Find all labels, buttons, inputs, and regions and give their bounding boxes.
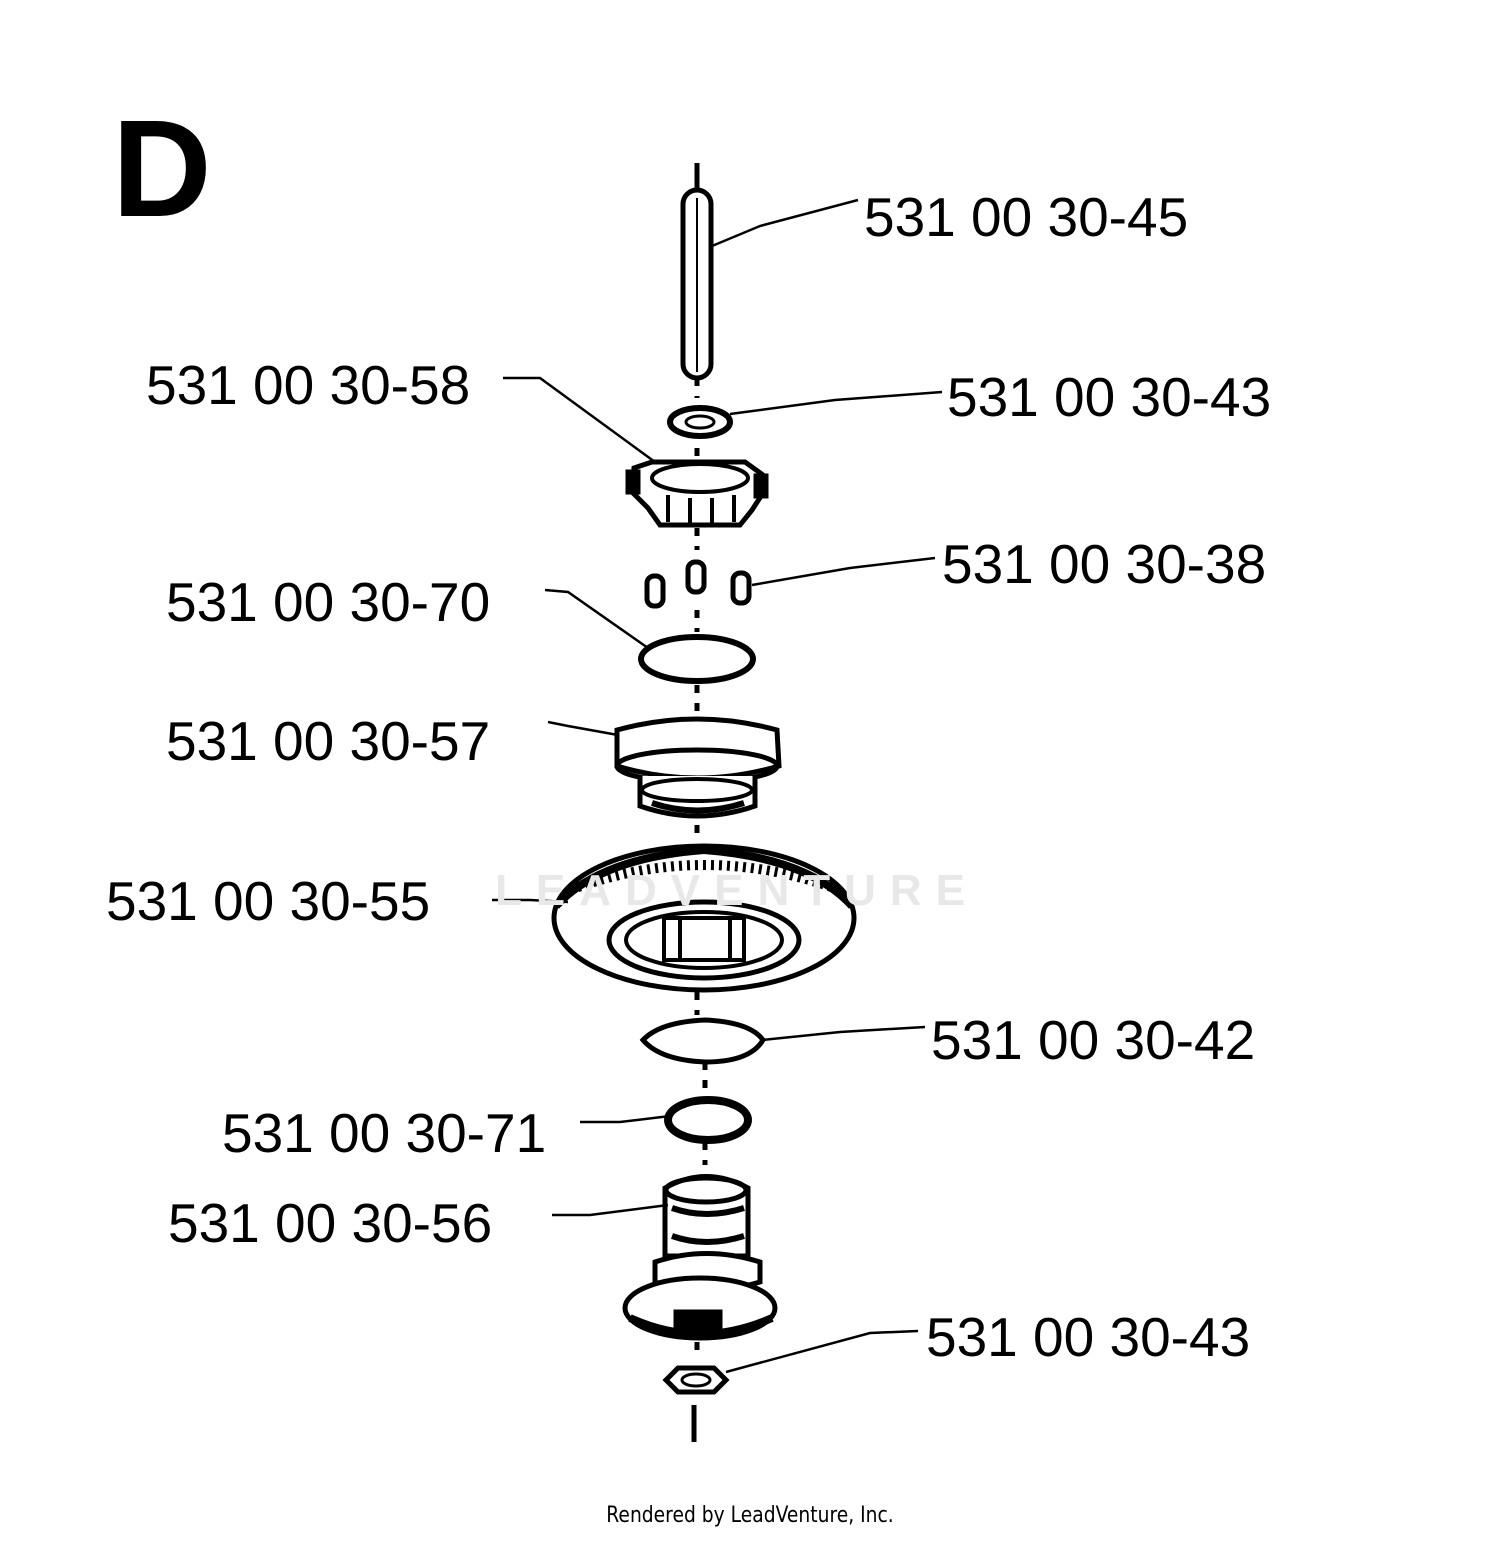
section-letter: D [112, 92, 212, 246]
bottom-washer-part [662, 1365, 730, 1395]
watermark: LEADVENTURE [495, 866, 980, 915]
leader-30-43-top [729, 390, 943, 416]
part-label-shaft: 531 00 30-45 [864, 186, 1189, 248]
clutch-cap-part [625, 459, 769, 528]
leader-30-55 [492, 898, 569, 904]
gear-part [551, 843, 857, 993]
shaft-part [680, 187, 714, 381]
leader-30-58 [503, 376, 656, 464]
leader-30-38 [751, 556, 936, 587]
footer-credit: Rendered by LeadVenture, Inc. [606, 1503, 894, 1528]
top-washer-part [667, 405, 733, 439]
part-label-flat-washer: 531 00 30-71 [222, 1102, 547, 1164]
part-label-washer-bottom: 531 00 30-43 [926, 1306, 1251, 1368]
leader-30-43-bottom [725, 1329, 919, 1374]
part-label-rollers: 531 00 30-38 [942, 533, 1267, 595]
leader-30-42 [761, 1025, 926, 1042]
part-label-ring-seal: 531 00 30-70 [166, 571, 491, 633]
leader-30-45 [711, 198, 859, 248]
hub-part [614, 716, 782, 819]
center-axis [691, 163, 708, 1442]
thin-washer-part [639, 1017, 766, 1065]
part-label-thin-washer: 531 00 30-42 [931, 1009, 1256, 1071]
leader-30-70 [544, 588, 649, 650]
part-label-washer-top: 531 00 30-43 [947, 366, 1272, 428]
leader-30-57 [547, 720, 619, 737]
ring-seal-part [638, 634, 756, 684]
part-label-gear: 531 00 30-55 [106, 870, 431, 932]
part-label-clutch-cap: 531 00 30-58 [146, 354, 471, 416]
part-label-hub: 531 00 30-57 [166, 710, 491, 772]
leader-30-56 [552, 1203, 669, 1217]
flat-washer-part [664, 1096, 752, 1144]
rollers-part [644, 559, 752, 609]
leader-30-71 [580, 1114, 671, 1124]
spool-part [622, 1174, 778, 1341]
part-label-spool: 531 00 30-56 [168, 1192, 493, 1254]
leader-lines [492, 198, 943, 1374]
